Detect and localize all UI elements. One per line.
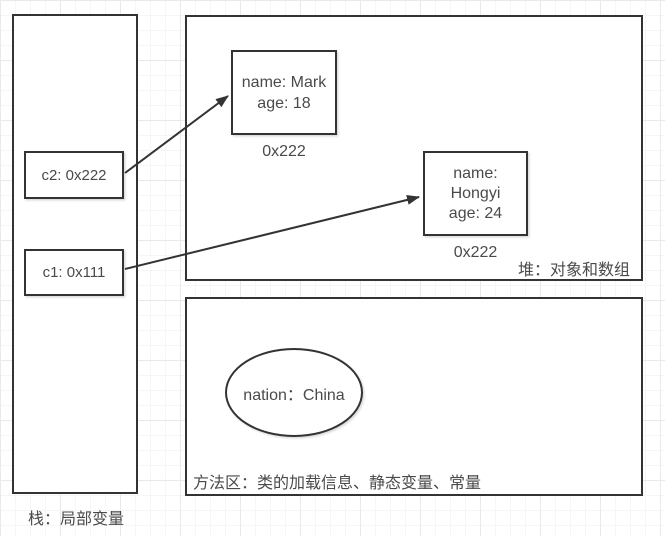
heap-object-mark-address: 0x222 [262,143,306,160]
heap-object-mark-box[interactable]: name: Mark age: 18 [231,50,337,135]
heap-region-label[interactable]: 堆：对象和数组 [517,262,630,279]
method-area-constant-label: nation：China [243,386,345,404]
stack-var-c1-box[interactable]: c1: 0x111 [24,249,124,296]
method-area-region-label[interactable]: 方法区：类的加载信息、静态变量、常量 [193,475,482,492]
method-area-constant-ellipse[interactable]: nation：China [225,348,363,437]
stack-var-c2-label: c2: 0x222 [41,166,107,184]
arrow-c2-to-mark-object[interactable] [124,95,229,174]
heap-object-mark-fields: name: Mark age: 18 [241,73,327,112]
arrow-c1-to-hongyi-object[interactable] [124,194,420,270]
heap-object-hongyi-box[interactable]: name: Hongyi age: 24 [423,151,528,236]
stack-region-label[interactable]: 栈：局部变量 [28,511,125,528]
heap-object-hongyi-address: 0x222 [453,244,498,261]
stack-var-c2-box[interactable]: c2: 0x222 [24,151,124,199]
heap-object-hongyi-fields: name: Hongyi age: 24 [448,164,503,222]
stack-var-c1-label: c1: 0x111 [42,264,106,281]
